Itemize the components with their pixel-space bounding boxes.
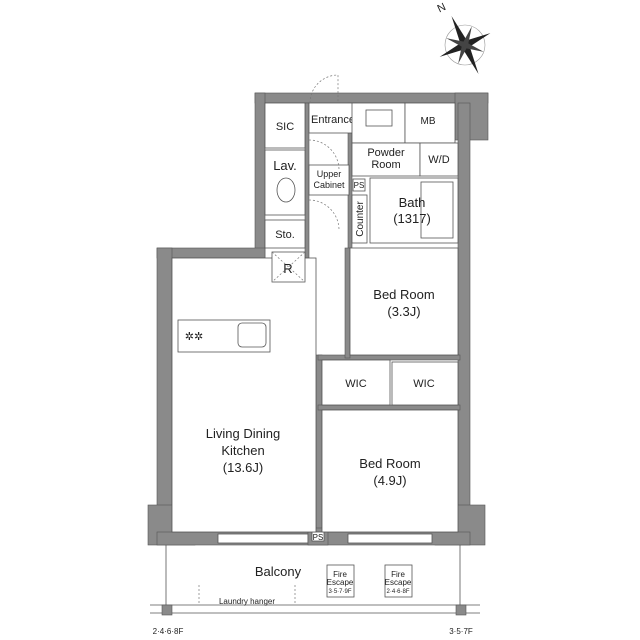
mb-room xyxy=(404,102,456,144)
upper-cabinet-label-2: Cabinet xyxy=(313,180,345,190)
r-label: R xyxy=(283,261,292,276)
ps-upper-label: PS xyxy=(354,181,365,190)
upper-cabinet-label-1: Upper xyxy=(317,169,342,179)
bed-room-2 xyxy=(321,409,459,533)
wic-2-label: WIC xyxy=(413,378,434,390)
lav-label: Lav. xyxy=(273,158,297,173)
fire-escape-1-label-1: Fire xyxy=(333,570,347,579)
entrance-label: Entrance xyxy=(311,114,355,126)
fire-escape-2-label-1: Fire xyxy=(391,570,405,579)
toilet-icon xyxy=(276,177,296,203)
fire-escape-hatch-1 xyxy=(326,564,355,598)
wd-space xyxy=(419,142,459,177)
balcony-label: Balcony xyxy=(255,564,302,579)
powder-room-label-1: Powder xyxy=(367,147,405,159)
sto-room xyxy=(264,219,306,249)
counter-label: Counter xyxy=(355,201,366,237)
powder-room-label-2: Room xyxy=(371,159,400,171)
counter xyxy=(351,194,368,244)
bathtub-icon xyxy=(420,181,454,239)
ldk-label-1: Living Dining xyxy=(206,426,280,441)
living-dining-kitchen xyxy=(171,257,317,533)
bed-room-1 xyxy=(349,247,459,356)
bath-label-1: Bath xyxy=(399,195,426,210)
laundry-hanger-label: Laundry hanger xyxy=(219,597,275,606)
bed-room-2-label-2: (4.9J) xyxy=(373,473,406,488)
balcony: Balcony Laundry hanger Fire Escape 3·5·7… xyxy=(150,545,480,636)
fire-escape-hatch-2 xyxy=(384,564,413,598)
fire-escape-2-label-2: Escape xyxy=(385,578,412,587)
sic-label: SIC xyxy=(276,121,294,133)
compass-rose-icon: N xyxy=(436,1,491,75)
wic-2 xyxy=(391,361,459,406)
lav-room xyxy=(264,149,306,216)
floors-left-label: 2·4·6·8F xyxy=(153,627,184,636)
wic-1-label: WIC xyxy=(345,378,366,390)
ps-lower-label: PS xyxy=(313,533,324,542)
bath-label-2: (1317) xyxy=(393,211,431,226)
north-label: N xyxy=(436,1,448,15)
entrance-door-swing xyxy=(309,74,339,104)
sic-room xyxy=(264,102,306,149)
fire-escape-1-label-3: 3·5·7·9F xyxy=(328,589,351,595)
wic-1 xyxy=(321,359,391,406)
ldk-label-2: Kitchen xyxy=(221,443,264,458)
stove-icon: ✲✲ xyxy=(185,331,203,343)
bath-room xyxy=(369,177,459,244)
entrance[interactable] xyxy=(308,102,358,134)
bed-room-1-label-1: Bed Room xyxy=(373,287,434,302)
powder-room xyxy=(351,142,421,177)
mb-label: MB xyxy=(421,116,436,127)
wd-label: W/D xyxy=(428,154,449,166)
kitchen-counter xyxy=(177,319,271,353)
bed-room-2-label-1: Bed Room xyxy=(359,456,420,471)
upper-cabinet xyxy=(308,164,350,196)
bed-room-1-label-2: (3.3J) xyxy=(387,304,420,319)
fire-escape-1-label-2: Escape xyxy=(327,578,354,587)
ldk-label-3: (13.6J) xyxy=(223,460,263,475)
sto-label: Sto. xyxy=(275,229,295,241)
fire-escape-2-label-3: 2·4·6·8F xyxy=(386,589,409,595)
sink-icon xyxy=(237,322,267,348)
floors-right-label: 3·5·7F xyxy=(449,627,473,636)
